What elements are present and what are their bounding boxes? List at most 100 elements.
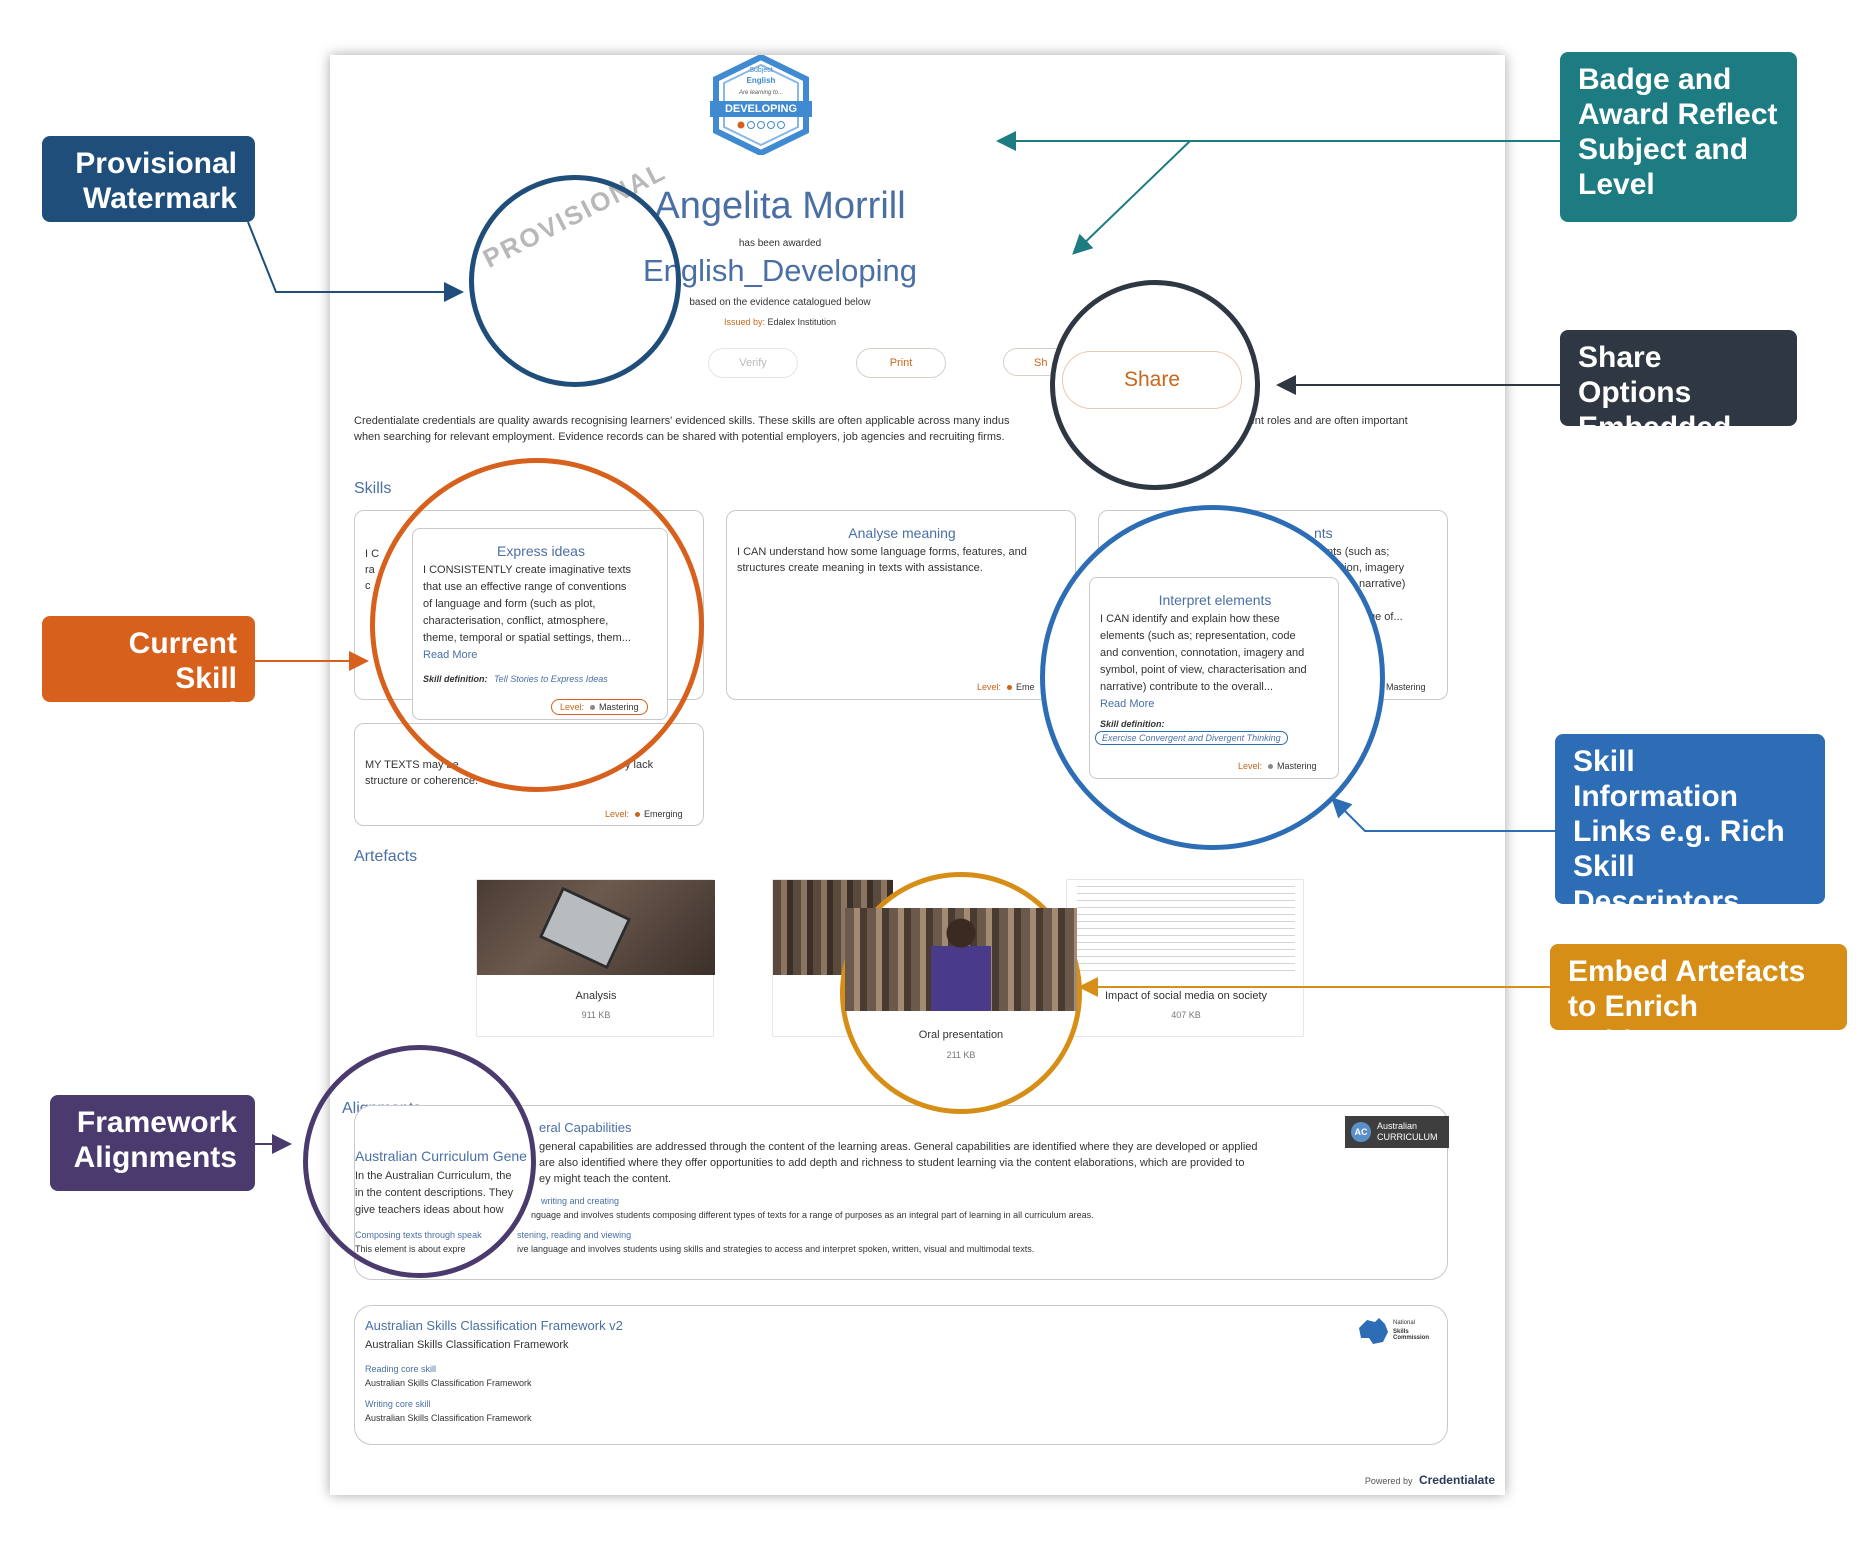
skill-card-interpret-elements[interactable]: Interpret elements I CAN identify and ex…	[1089, 577, 1339, 779]
callout-line: Award Reflect	[1578, 98, 1778, 131]
level-value: Eme	[1016, 682, 1035, 692]
issued-by-label: Issued by:	[723, 317, 765, 327]
skill-definition-link[interactable]: Exercise Convergent and Divergent Thinki…	[1095, 731, 1288, 745]
interpret-line: and convention, connotation, imagery and	[1100, 647, 1305, 659]
artefact-size: 407 KB	[1171, 1010, 1201, 1020]
level-value: Mastering	[1386, 682, 1426, 692]
person-figure-icon	[931, 916, 991, 1011]
badge-subject: English	[746, 76, 776, 85]
share-button[interactable]: Sh	[1003, 348, 1063, 376]
level-value: Mastering	[599, 702, 639, 712]
ac-line2: are also identified where they offer opp…	[539, 1157, 1245, 1169]
callout-line: to Enrich Evidence	[1568, 990, 1700, 1058]
artefact-thumbnail	[477, 880, 715, 975]
alignment-card-ascf: Australian Skills Classification Framewo…	[354, 1305, 1448, 1445]
skill-definition-link[interactable]: Tell Stories to Express Ideas	[494, 674, 608, 684]
print-button[interactable]: Print	[856, 348, 946, 378]
callout-line: Skill Information	[1573, 745, 1738, 813]
issuer-name: Edalex Institution	[767, 317, 837, 327]
skill-definition-label: Skill definition:	[423, 674, 488, 684]
footer: Powered by Credentialate	[1365, 1473, 1495, 1487]
ac-zoom-line3: give teachers ideas about how	[355, 1202, 504, 1218]
interpret-line: elements (such as; representation, code	[1100, 630, 1296, 642]
callout-framework-alignments: Framework Alignments	[50, 1095, 255, 1191]
recipient-name: Angelita Morrill	[654, 185, 906, 227]
skill-right-l3: narrative)	[1359, 578, 1406, 590]
skill-level-analyse: Level: Eme	[977, 682, 1035, 692]
callout-line: Provisional	[75, 147, 237, 180]
ascf-item-link[interactable]: Writing core skill	[365, 1399, 431, 1409]
express-line: I CONSISTENTLY create imaginative texts	[423, 564, 632, 576]
callout-line: Badge and	[1578, 63, 1732, 96]
ascf-subtitle: Australian Skills Classification Framewo…	[365, 1339, 569, 1351]
express-line: characterisation, conflict, atmosphere,	[423, 615, 609, 627]
description-line1b: rent roles and are often important	[1245, 415, 1408, 427]
based-on-text: based on the evidence catalogued below	[689, 297, 871, 308]
skill-title-interpret-elements: Interpret elements	[1158, 592, 1272, 608]
callout-line: Links e.g. Rich	[1573, 815, 1785, 848]
interpret-line: narrative) contribute to the overall...	[1100, 681, 1274, 693]
brand-logo[interactable]: Credentialate	[1418, 1473, 1495, 1487]
verify-button[interactable]: Verify	[708, 348, 798, 378]
skill-texts-line1a: MY TEXTS may be	[365, 759, 459, 771]
ac-logo-line2: CURRICULUM	[1377, 1132, 1438, 1142]
callout-line: Share Options	[1578, 341, 1692, 409]
callout-embed-artefacts: Embed Artefacts to Enrich Evidence	[1550, 944, 1847, 1058]
callout-line: Level	[1578, 168, 1655, 201]
level-label: Level:	[977, 682, 1002, 692]
skill-title-analyse-meaning: Analyse meaning	[848, 525, 956, 541]
level-value: Mastering	[1277, 761, 1317, 771]
callout-skill-info: Skill Information Links e.g. Rich Skill …	[1555, 734, 1825, 953]
ac-logo: AC Australian CURRICULUM	[1345, 1116, 1449, 1148]
callout-line: Alignments	[73, 1141, 237, 1174]
artefact-name: Oral presentation	[918, 1029, 1004, 1041]
callout-line: Embedded	[1578, 411, 1732, 444]
artefact-name: Impact of social media on society	[1104, 990, 1268, 1002]
badge-learning-text: Are learning to...	[738, 90, 784, 96]
artefacts-heading: Artefacts	[354, 848, 418, 865]
ascf-item-text: Australian Skills Classification Framewo…	[365, 1378, 532, 1388]
ac-sub2-text-b: ive language and involves students using…	[517, 1244, 1035, 1254]
description-line2: when searching for relevant employment. …	[354, 431, 1005, 443]
credential-name: English_Developing	[642, 253, 918, 288]
express-line: that use an effective range of conventio…	[423, 581, 627, 593]
callout-line: Embed Artefacts	[1568, 955, 1806, 988]
credential-description: Credentialate credentials are quality aw…	[354, 413, 1474, 429]
callout-current-skill: Current Skill Level	[42, 616, 255, 730]
ascf-item-text: Australian Skills Classification Framewo…	[365, 1413, 532, 1423]
alignment-highlight-ring	[303, 1045, 536, 1278]
skill-card-left-frag1: I C	[365, 548, 380, 560]
skill-card-analyse-meaning[interactable]: Analyse meaning I CAN understand how som…	[726, 510, 1076, 700]
ac-sub1-link[interactable]: writing and creating	[541, 1196, 620, 1206]
ac-logo-icon: AC	[1351, 1122, 1371, 1142]
skill-level-texts: Level:Emerging	[605, 809, 683, 819]
express-skill-definition: Skill definition: Tell Stories to Expres…	[423, 674, 608, 684]
callout-line: Skill Descriptors	[1573, 850, 1740, 918]
level-label: Level:	[560, 702, 585, 712]
skill-card-left-frag3: c	[365, 580, 371, 592]
callout-line: Current Skill	[128, 627, 237, 695]
ascf-item-link[interactable]: Reading core skill	[365, 1364, 437, 1374]
share-zoom-button[interactable]: Share	[1062, 351, 1242, 409]
express-level-pill: Level: Mastering	[551, 699, 648, 715]
australia-map-icon	[1359, 1318, 1388, 1344]
ac-logo-line1: Australian	[1377, 1121, 1418, 1131]
interpret-read-more-link[interactable]: Read More	[1100, 698, 1155, 710]
express-line: theme, temporal or spatial settings, the…	[423, 632, 631, 644]
callout-line: Watermark	[83, 182, 237, 215]
artefact-card[interactable]: Impact of social media on society 407 KB	[1066, 879, 1304, 1037]
skill-text-analyse-2: structures create meaning in texts with …	[737, 562, 983, 574]
skill-card-express-ideas[interactable]: Express ideas I CONSISTENTLY create imag…	[412, 528, 668, 720]
has-awarded-text: has been awarded	[738, 238, 822, 249]
oral-presentation-thumbnail	[845, 908, 1077, 1011]
interpret-skill-definition-label: Skill definition:	[1100, 719, 1165, 729]
artefact-card[interactable]: Analysis 911 KB	[476, 879, 715, 1037]
ac-sub1-text: nguage and involves students composing d…	[531, 1210, 1094, 1220]
ac-title: eral Capabilities	[539, 1120, 632, 1135]
express-read-more-link[interactable]: Read More	[423, 649, 478, 661]
level-value: Emerging	[644, 809, 683, 819]
callout-line: Framework	[76, 1106, 237, 1139]
skill-texts-line2: structure or coherence.	[365, 775, 479, 787]
ac-sub2-link-b[interactable]: stening, reading and viewing	[517, 1230, 632, 1240]
